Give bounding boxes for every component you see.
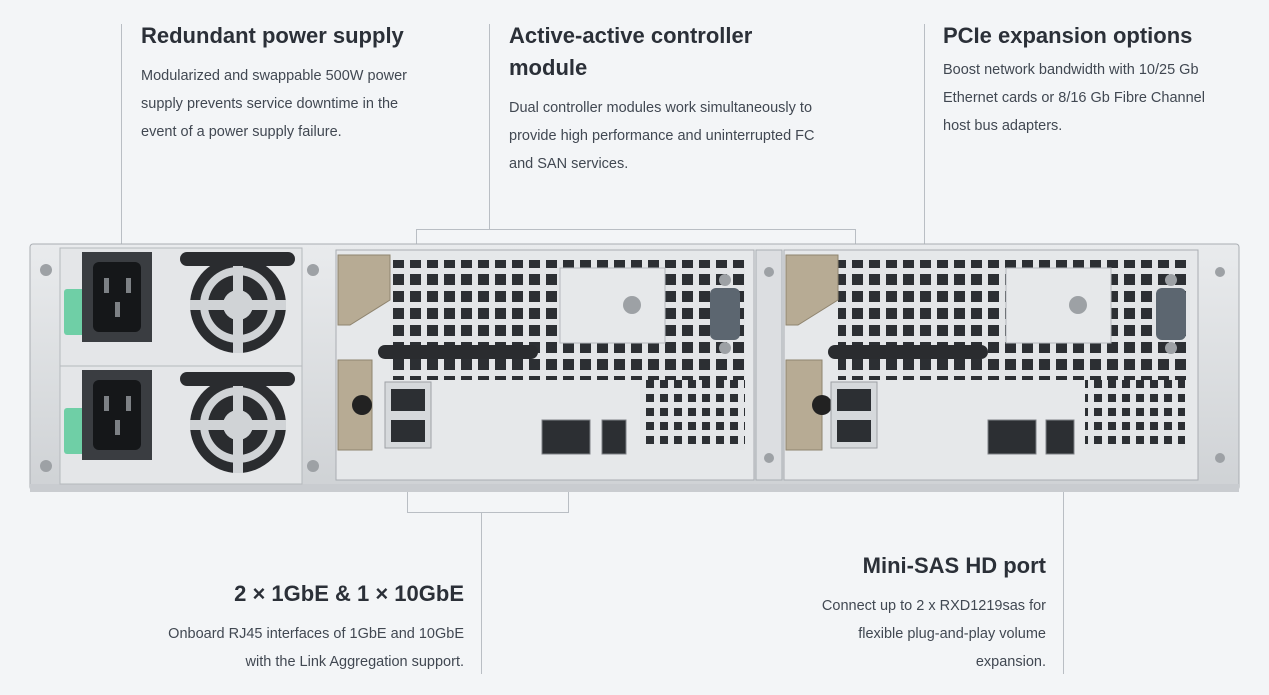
feature-controller-module: Active-active controller module Dual con… — [509, 20, 819, 178]
feature-description: Onboard RJ45 interfaces of 1GbE and 10Gb… — [168, 626, 464, 670]
feature-title: Active-active controller module — [509, 23, 753, 80]
rj45-port-icon[interactable] — [987, 419, 1037, 455]
controller-module-a — [335, 249, 755, 481]
feature-description: Connect up to 2 x RXD1219sas for flexibl… — [821, 598, 1046, 670]
feature-description: Dual controller modules work simultaneou… — [509, 100, 815, 172]
feature-description: Boost network bandwidth with 10/25 Gb Et… — [943, 62, 1205, 134]
screw-icon — [352, 395, 372, 415]
fan-icon — [180, 252, 295, 353]
callout-line-lan — [481, 512, 482, 674]
callout-line-psu — [121, 24, 122, 314]
serial-port-icon[interactable] — [710, 288, 740, 340]
power-supply-unit — [64, 370, 295, 473]
rj45-port-icon[interactable] — [391, 420, 425, 442]
feature-description: Modularized and swappable 500W power sup… — [141, 68, 407, 140]
rj45-port-icon[interactable] — [837, 420, 871, 442]
controller-handle[interactable] — [785, 359, 823, 451]
feature-lan-ports: 2 × 1GbE & 1 × 10GbE Onboard RJ45 interf… — [160, 578, 464, 676]
screw-icon — [307, 264, 319, 276]
fan-icon — [180, 372, 295, 473]
screw-icon — [307, 460, 319, 472]
feature-title: PCIe expansion options — [943, 23, 1193, 48]
feature-title: 2 × 1GbE & 1 × 10GbE — [234, 581, 464, 606]
power-supply-unit — [64, 252, 295, 353]
screw-icon — [40, 460, 52, 472]
feature-title: Mini-SAS HD port — [862, 553, 1046, 578]
callout-line-controller — [489, 24, 490, 229]
screw-icon — [1069, 296, 1087, 314]
rj45-port-icon[interactable] — [541, 419, 591, 455]
callout-line-sas — [1063, 482, 1064, 674]
mini-sas-port-icon[interactable] — [601, 419, 627, 455]
rj45-port-icon[interactable] — [391, 389, 425, 411]
screw-icon — [40, 264, 52, 276]
controller-handle[interactable] — [337, 254, 391, 326]
screw-icon — [623, 296, 641, 314]
controller-handle[interactable] — [785, 254, 839, 326]
controller-module-b — [783, 249, 1199, 481]
serial-port-icon[interactable] — [1156, 288, 1186, 340]
callout-line-pcie — [924, 24, 925, 274]
screw-icon — [812, 395, 832, 415]
rj45-port-icon[interactable] — [837, 389, 871, 411]
psu-bay — [40, 247, 319, 485]
feature-title: Redundant power supply — [141, 23, 404, 48]
feature-pcie-expansion: PCIe expansion options Boost network ban… — [943, 20, 1233, 140]
mini-sas-port-icon[interactable] — [1045, 419, 1075, 455]
callout-bracket-controller — [416, 229, 856, 248]
feature-redundant-power-supply: Redundant power supply Modularized and s… — [141, 20, 411, 146]
feature-mini-sas: Mini-SAS HD port Connect up to 2 x RXD12… — [786, 550, 1046, 676]
callout-bracket-lan — [407, 482, 569, 513]
